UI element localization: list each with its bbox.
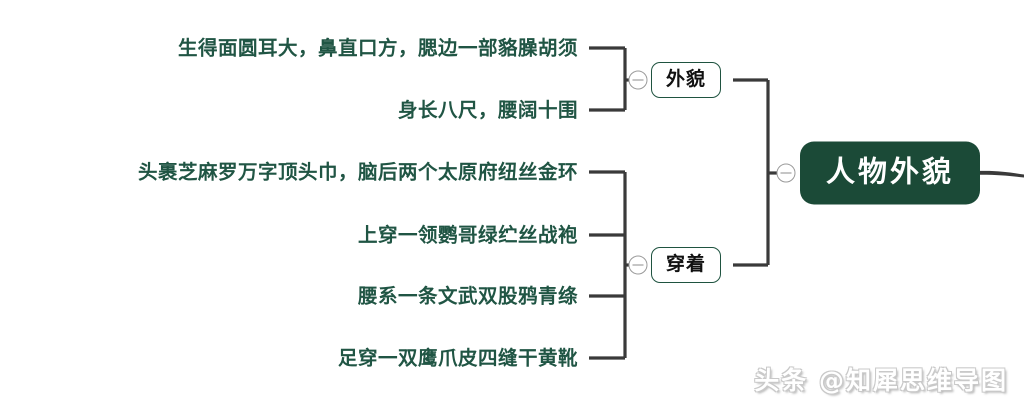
connector-root-outgoing bbox=[967, 170, 1024, 178]
collapse-toggle-appearance[interactable] bbox=[628, 70, 648, 90]
branch-node-attire[interactable]: 穿着 bbox=[651, 247, 722, 283]
leaf-label-robe[interactable]: 上穿一领鹦哥绿纻丝战袍 bbox=[357, 223, 578, 247]
leaf-label-sash[interactable]: 腰系一条文武双股鸦青绦 bbox=[357, 284, 578, 308]
root-node-character-appearance[interactable]: 人物外貌 bbox=[800, 141, 981, 205]
leaf-label-stature[interactable]: 身长八尺，腰阔十围 bbox=[397, 98, 578, 122]
leaf-label-face[interactable]: 生得面圆耳大，鼻直口方，腮边一部貉臊胡须 bbox=[177, 36, 578, 60]
leaf-label-headwear[interactable]: 头裹芝麻罗万字顶头巾，脑后两个太原府纽丝金环 bbox=[137, 160, 578, 184]
collapse-toggle-attire[interactable] bbox=[628, 255, 648, 275]
branch-node-appearance[interactable]: 外貌 bbox=[651, 62, 722, 98]
collapse-toggle-root[interactable] bbox=[776, 163, 796, 183]
leaf-label-boots[interactable]: 足穿一双鹰爪皮四缝干黄靴 bbox=[337, 346, 578, 370]
watermark: 头条 @知犀思维导图 bbox=[754, 366, 1008, 395]
